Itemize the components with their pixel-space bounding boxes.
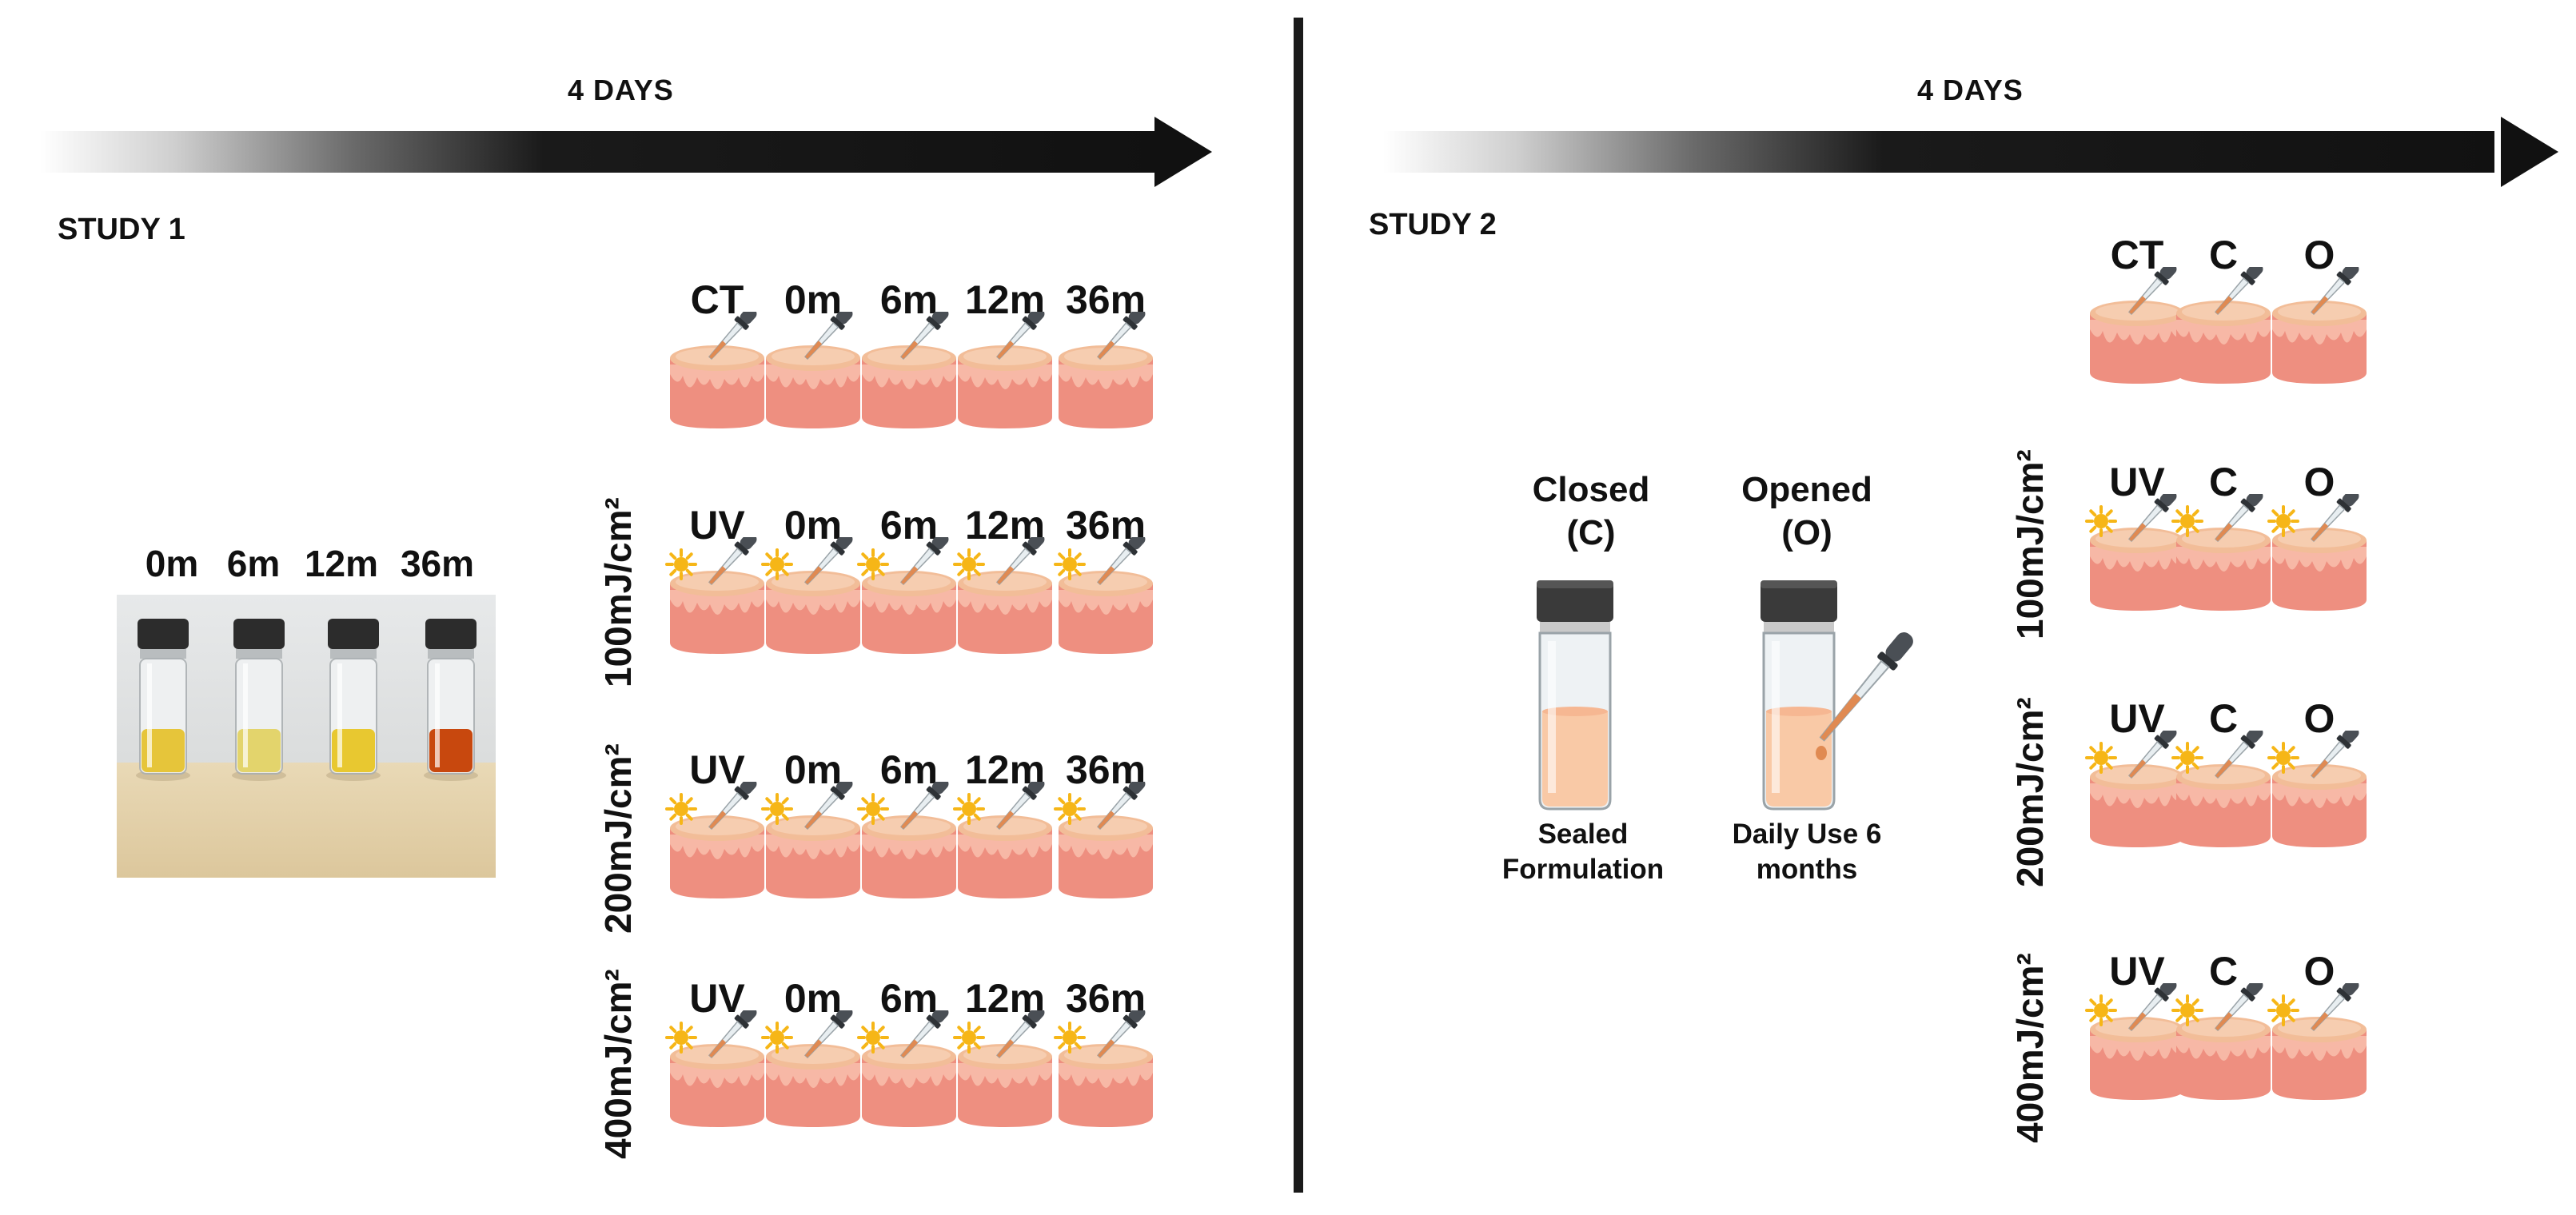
study2-row2-header-3: O — [2303, 460, 2335, 504]
study2-row3-header-1: UV — [2109, 696, 2165, 741]
closed-vial-caption-line1: Sealed — [1537, 819, 1629, 850]
study1-row3-uv-skin-sample-icon — [665, 777, 769, 906]
photo-label-4: 36m — [400, 543, 475, 584]
study2-row4-uv-skin-sample-icon — [2171, 978, 2275, 1107]
study2-row2-header-2: C — [2208, 460, 2239, 504]
opened-vial-label: Opened (O) — [1727, 470, 1887, 553]
closed-vial — [1537, 580, 1613, 811]
study1-row1-header-3: 6m — [879, 277, 939, 322]
opened-vial-caption-line1: Daily Use 6 — [1732, 819, 1882, 850]
timeline-arrowhead-study1 — [1154, 117, 1212, 187]
study1-row2-uv-skin-sample-icon — [1054, 532, 1158, 661]
study2-row3-uv-skin-sample-icon — [2085, 726, 2189, 854]
study1-row3-dose-label: 200mJ/cm² — [597, 743, 639, 934]
study1-row4-uv-skin-sample-icon — [953, 1006, 1057, 1134]
opened-vial-code: (O) — [1781, 513, 1832, 552]
study2-row3-uv-skin-sample-icon — [2171, 726, 2275, 854]
study1-row4-uv-skin-sample-icon — [761, 1006, 865, 1134]
study2-row4-header-1: UV — [2109, 949, 2165, 994]
study2-row2-dose-label: 100mJ/cm² — [2009, 449, 2051, 639]
timeline-arrowhead-study2 — [2501, 117, 2558, 187]
study1-row4-uv-skin-sample-icon — [665, 1006, 769, 1134]
study1-row3-uv-skin-sample-icon — [953, 777, 1057, 906]
closed-vial-caption: Sealed Formulation — [1487, 817, 1679, 887]
study2-row1-skin-sample-icon — [2085, 262, 2189, 391]
study2-row1-header-2: C — [2208, 233, 2239, 277]
study2-row3-header-3: O — [2303, 696, 2335, 741]
study1-row1-skin-sample-icon — [857, 307, 961, 436]
study1-row1-skin-sample-icon — [953, 307, 1057, 436]
study1-row2-uv-skin-sample-icon — [857, 532, 961, 661]
study1-row1-header-2: 0m — [784, 277, 843, 322]
photo-label-1: 0m — [145, 543, 199, 584]
study2-row4-uv-skin-sample-icon — [2085, 978, 2189, 1107]
study1-row3-uv-skin-sample-icon — [857, 777, 961, 906]
opened-vial-dropper-icon — [1819, 632, 1913, 742]
study1-row2-uv-skin-sample-icon — [953, 532, 1057, 661]
opened-vial — [1761, 580, 1837, 811]
study1-row3-uv-skin-sample-icon — [761, 777, 865, 906]
study1-row4-uv-skin-sample-icon — [857, 1006, 961, 1134]
study2-row2-header-1: UV — [2109, 460, 2165, 504]
study1-row2-dose-label: 100mJ/cm² — [597, 497, 639, 687]
opened-vial-title: Opened — [1741, 470, 1872, 509]
photo-label-3: 12m — [304, 543, 379, 584]
study1-row1-skin-sample-icon — [761, 307, 865, 436]
opened-vial-caption-line2: months — [1756, 854, 1858, 885]
study1-row3-header-1: UV — [689, 747, 745, 792]
study1-row1-header-1: CT — [690, 277, 744, 322]
study2-row1-header-3: O — [2303, 233, 2335, 277]
study2-row3-uv-skin-sample-icon — [2267, 726, 2371, 854]
closed-vial-caption-line2: Formulation — [1501, 854, 1665, 885]
study2-row3-header-2: C — [2208, 696, 2239, 741]
closed-vial-code: (C) — [1566, 513, 1616, 552]
timeline-arrow-study2 — [1383, 131, 2494, 173]
study1-row4-header-2: 0m — [784, 976, 843, 1021]
photo-label-2: 6m — [226, 543, 281, 584]
study2-row2-uv-skin-sample-icon — [2171, 489, 2275, 618]
study1-row4-dose-label: 400mJ/cm² — [597, 969, 639, 1159]
study2-vials — [1537, 580, 1913, 811]
drop-icon — [1816, 746, 1827, 760]
study1-row2-header-3: 6m — [879, 503, 939, 548]
timeline-label-study1: 4 DAYS — [568, 74, 674, 106]
study1-row1-skin-sample-icon — [665, 307, 769, 436]
study1-row4-header-3: 6m — [879, 976, 939, 1021]
study1-row2-uv-skin-sample-icon — [665, 532, 769, 661]
study2-title: STUDY 2 — [1369, 208, 1497, 241]
study1-row2-header-2: 0m — [784, 503, 843, 548]
study1-row3-header-3: 6m — [879, 747, 939, 792]
study2-row1-skin-sample-icon — [2267, 262, 2371, 391]
study-divider — [1294, 18, 1303, 1193]
timeline-arrow-study1 — [40, 131, 1159, 173]
study2-row2-uv-skin-sample-icon — [2267, 489, 2371, 618]
study1-row4-header-1: UV — [689, 976, 745, 1021]
study1-row3-header-2: 0m — [784, 747, 843, 792]
study1-row2-uv-skin-sample-icon — [761, 532, 865, 661]
study2-row4-header-3: O — [2303, 949, 2335, 994]
study2-row3-dose-label: 200mJ/cm² — [2009, 697, 2051, 887]
study1-title: STUDY 1 — [58, 213, 185, 246]
study1-row2-header-1: UV — [689, 503, 745, 548]
study2-row4-header-2: C — [2208, 949, 2239, 994]
timeline-label-study2: 4 DAYS — [1917, 74, 2024, 106]
study1-row4-uv-skin-sample-icon — [1054, 1006, 1158, 1134]
opened-vial-caption: Daily Use 6 months — [1703, 817, 1911, 887]
closed-vial-title: Closed — [1532, 470, 1650, 509]
vials-photo — [117, 595, 496, 878]
study2-row2-uv-skin-sample-icon — [2085, 489, 2189, 618]
study1-row1-skin-sample-icon — [1054, 307, 1158, 436]
study2-row4-dose-label: 400mJ/cm² — [2009, 953, 2051, 1143]
study2-row4-uv-skin-sample-icon — [2267, 978, 2371, 1107]
study1-row3-uv-skin-sample-icon — [1054, 777, 1158, 906]
study2-row1-skin-sample-icon — [2171, 262, 2275, 391]
closed-vial-label: Closed (C) — [1511, 470, 1671, 553]
study2-row1-header-1: CT — [2110, 233, 2164, 277]
